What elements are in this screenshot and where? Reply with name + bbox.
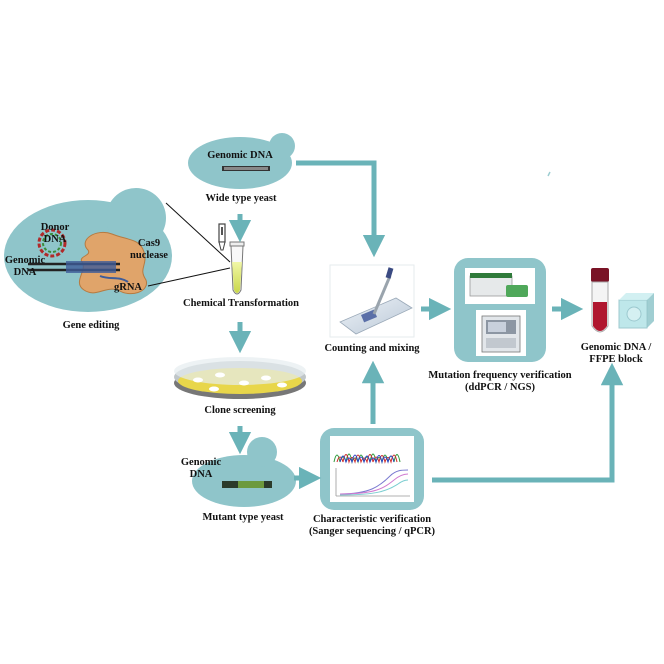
microscope-slide-icon [339,267,413,335]
plasmid-icon [37,228,67,258]
flow-arrows [228,160,624,490]
mutant-type-yeast-label: Mutant type yeast [202,512,284,523]
cas9-nuclease-label: Cas9 nuclease [130,238,168,261]
genomic-dna-left-label: Genomic DNA [4,255,46,278]
grna-label: gRNA [114,282,142,293]
gene-editing-label: Gene editing [62,320,120,331]
sequencer-icon [481,315,521,353]
counting-box [329,264,415,338]
stray-mark [547,171,551,177]
test-tube-icon [229,241,245,295]
characteristic-verification-box [320,428,424,510]
blood-tube-icon [591,268,609,333]
donor-dna-label: Donor DNA [40,222,70,245]
characteristic-verification-label: Characteristic verification (Sanger sequ… [308,514,436,537]
clone-screening-label: Clone screening [204,405,276,416]
genomic-dna-ffpe-label: Genomic DNA / FFPE block [580,342,652,365]
arrow-wild-yeast-to-counting [296,160,386,258]
petri-dish-icon [174,357,306,399]
wide-type-yeast-label: Wide type yeast [205,193,277,204]
wild-type-yeast-icon [188,133,295,189]
chemical-transformation-pointer [165,202,231,263]
counting-and-mixing-label: Counting and mixing [324,343,420,354]
ffpe-block-icon [618,293,654,329]
mutation-frequency-box [454,258,546,362]
mutant-type-yeast-icon [192,437,296,507]
pipette-icon [218,223,226,251]
gene-editing-pointer [147,267,231,287]
genomic-dna-bottom-label: Genomic DNA [180,457,222,480]
arrow-characteristic-to-samples [432,362,624,483]
chemical-transformation-label: Chemical Transformation [183,298,299,309]
gene-editing-yeast-icon [4,188,172,312]
genomic-dna-top-label: Genomic DNA [207,150,273,161]
chromatogram-icon [333,453,410,497]
mutation-frequency-label: Mutation frequency verification (ddPCR /… [428,370,572,393]
